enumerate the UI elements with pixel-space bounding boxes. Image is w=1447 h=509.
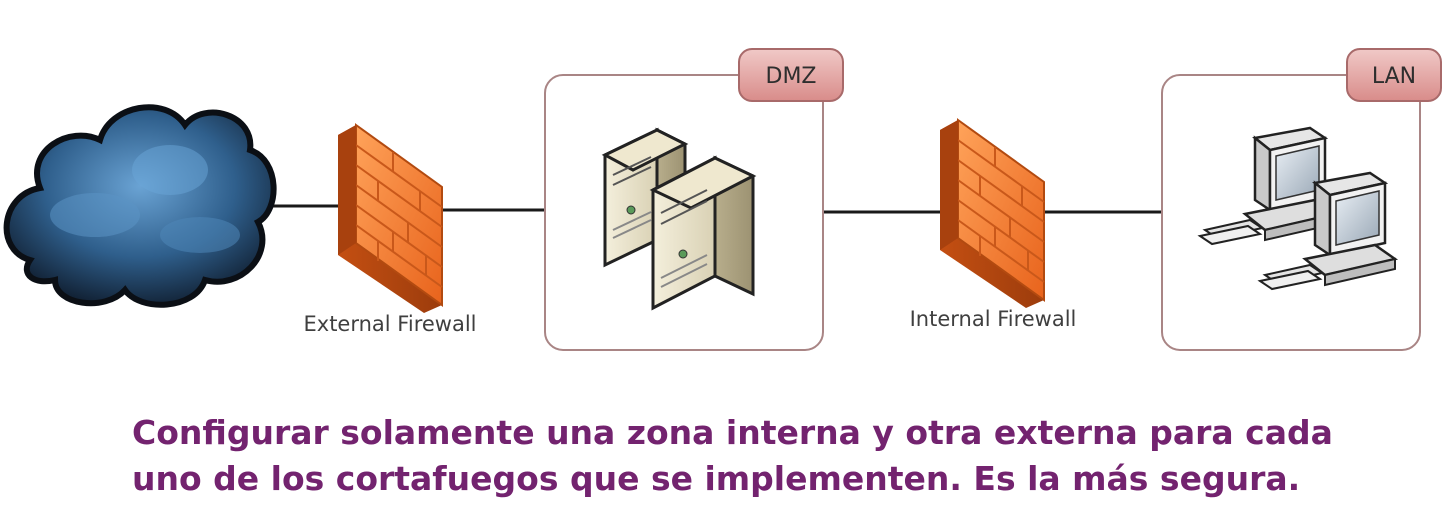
external-firewall-label: External Firewall [303, 312, 477, 336]
internal-firewall-label: Internal Firewall [909, 307, 1077, 331]
lan-zone-tag: LAN [1346, 48, 1442, 102]
caption-line-1: Configurar solamente una zona interna y … [132, 413, 1333, 452]
desktop-computer-icon [1197, 126, 1399, 291]
caption-line-2: uno de los cortafuegos que se implemente… [132, 459, 1301, 498]
network-topology-diagram [3, 74, 1421, 351]
dmz-zone-tag: DMZ [738, 48, 844, 102]
firewall-icon [940, 118, 1045, 308]
cloud-icon [3, 104, 277, 308]
firewall-icon [338, 123, 443, 313]
slide-caption: Configurar solamente una zona interna y … [132, 410, 1412, 502]
server-icon [601, 127, 757, 311]
